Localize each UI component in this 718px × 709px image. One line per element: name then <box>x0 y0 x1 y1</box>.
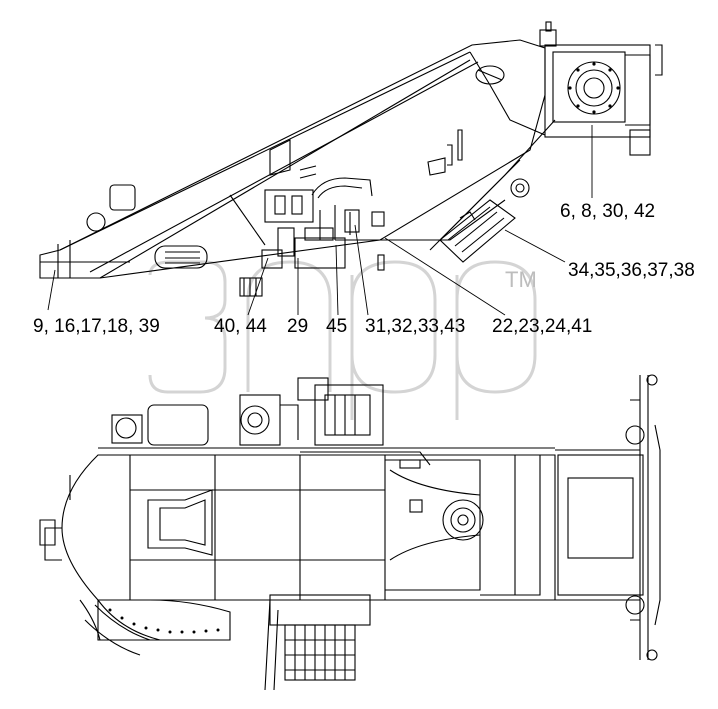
slewing-ring-bolts <box>108 608 220 634</box>
trademark-mark: TM <box>505 267 537 292</box>
callout-6-8-30-42: 6, 8, 30, 42 <box>560 201 656 222</box>
callout-9-16-17-18-39: 9, 16,17,18, 39 <box>33 316 160 337</box>
callout-22-23-24-41: 22,23,24,41 <box>492 316 593 337</box>
callout-34-38: 34,35,36,37,38 <box>568 260 695 281</box>
callout-31-32-33-43: 31,32,33,43 <box>365 316 466 337</box>
flange-bolts <box>568 62 620 114</box>
plan-view <box>39 374 661 691</box>
watermark-logo <box>148 260 537 420</box>
callout-40-44: 40, 44 <box>214 316 267 337</box>
callout-29: 29 <box>287 316 309 337</box>
leader-lines <box>47 125 593 316</box>
side-view <box>39 21 663 297</box>
callout-45: 45 <box>326 316 348 337</box>
